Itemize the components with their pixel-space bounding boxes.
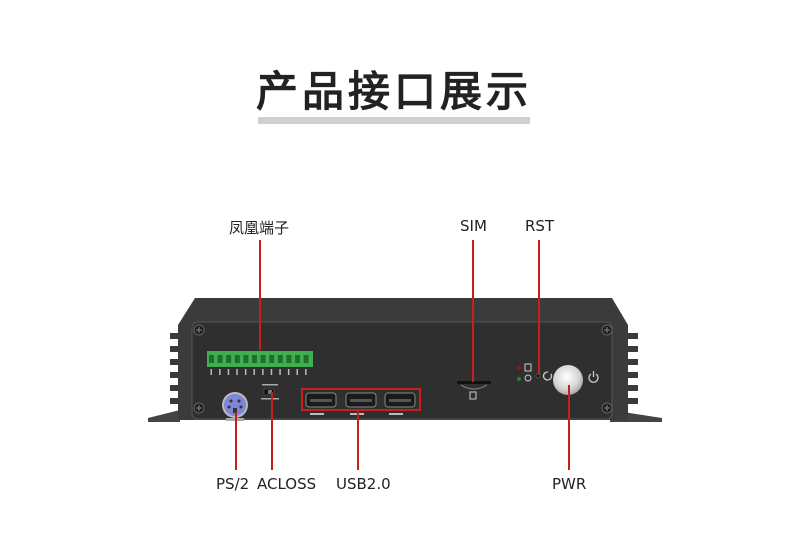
side-fin — [628, 333, 638, 339]
terminal-pin-marking — [296, 369, 298, 375]
usb-highlight-box — [301, 388, 421, 411]
terminal-pin-marking — [287, 369, 290, 375]
side-fin — [628, 385, 638, 391]
terminal-pin-marking — [305, 369, 307, 375]
label-acloss: ACLOSS — [257, 475, 317, 493]
terminal-pin — [269, 355, 275, 363]
terminal-pin-marking — [210, 369, 212, 375]
mounting-flange-left — [148, 410, 180, 422]
callout-line-pwr — [568, 385, 570, 470]
side-fin — [170, 398, 180, 404]
reset-button[interactable] — [535, 371, 553, 381]
side-fin — [170, 333, 180, 339]
terminal-pin — [260, 355, 266, 363]
side-fin — [170, 346, 180, 352]
terminal-pin — [252, 355, 257, 363]
screw-icon — [193, 402, 205, 414]
side-fin — [628, 359, 638, 365]
sim-slot[interactable] — [457, 381, 491, 400]
callout-line-usb — [357, 410, 359, 470]
label-usb: USB2.0 — [336, 475, 391, 493]
terminal-pin — [277, 355, 283, 363]
label-phoenix-terminal: 凤凰端子 — [229, 219, 290, 237]
terminal-pin — [217, 355, 223, 363]
callout-line-acloss — [271, 392, 273, 470]
acloss-switch[interactable] — [261, 384, 279, 400]
label-rst: RST — [525, 217, 555, 235]
side-fin — [628, 372, 638, 378]
side-fin — [170, 372, 180, 378]
terminal-pin-marking — [262, 369, 264, 375]
label-sim: SIM — [460, 217, 487, 235]
side-fins — [170, 333, 638, 404]
led-indicators — [517, 363, 532, 382]
terminal-pin-marking — [219, 369, 221, 375]
terminal-pin-marking — [253, 369, 255, 375]
terminal-pin-marking — [244, 369, 247, 375]
terminal-pin-marking — [227, 369, 230, 375]
terminal-pin-marking — [236, 369, 238, 375]
power-button[interactable] — [553, 365, 583, 395]
page-title: 产品接口展示 — [255, 67, 532, 116]
terminal-pin-marking — [270, 369, 273, 375]
terminal-pin — [243, 355, 249, 363]
screw-icon — [601, 324, 613, 336]
ps2-port[interactable] — [222, 392, 248, 421]
front-panel — [191, 321, 613, 420]
callout-line-rst — [538, 240, 540, 374]
callout-line-sim — [472, 240, 474, 382]
terminal-pin — [286, 355, 292, 363]
label-pwr: PWR — [552, 475, 587, 493]
side-fin — [628, 346, 638, 352]
terminal-pin — [226, 355, 232, 363]
side-fin — [170, 385, 180, 391]
callout-line-ps2 — [235, 412, 237, 470]
phoenix-terminal-block[interactable] — [207, 351, 313, 375]
title-underline — [258, 117, 530, 124]
terminal-pin — [209, 355, 214, 363]
side-fin — [628, 398, 638, 404]
terminal-pin — [234, 355, 240, 363]
terminal-pin-marking — [279, 369, 281, 375]
label-ps2: PS/2 — [216, 475, 250, 493]
callout-line-phoenix — [259, 240, 261, 350]
usb-port[interactable] — [384, 392, 416, 415]
power-icon — [588, 371, 599, 383]
terminal-pin — [295, 355, 300, 363]
usb-port[interactable] — [305, 392, 337, 415]
terminal-pin — [303, 355, 309, 363]
screw-icon — [193, 324, 205, 336]
side-fin — [170, 359, 180, 365]
screw-icon — [601, 402, 613, 414]
